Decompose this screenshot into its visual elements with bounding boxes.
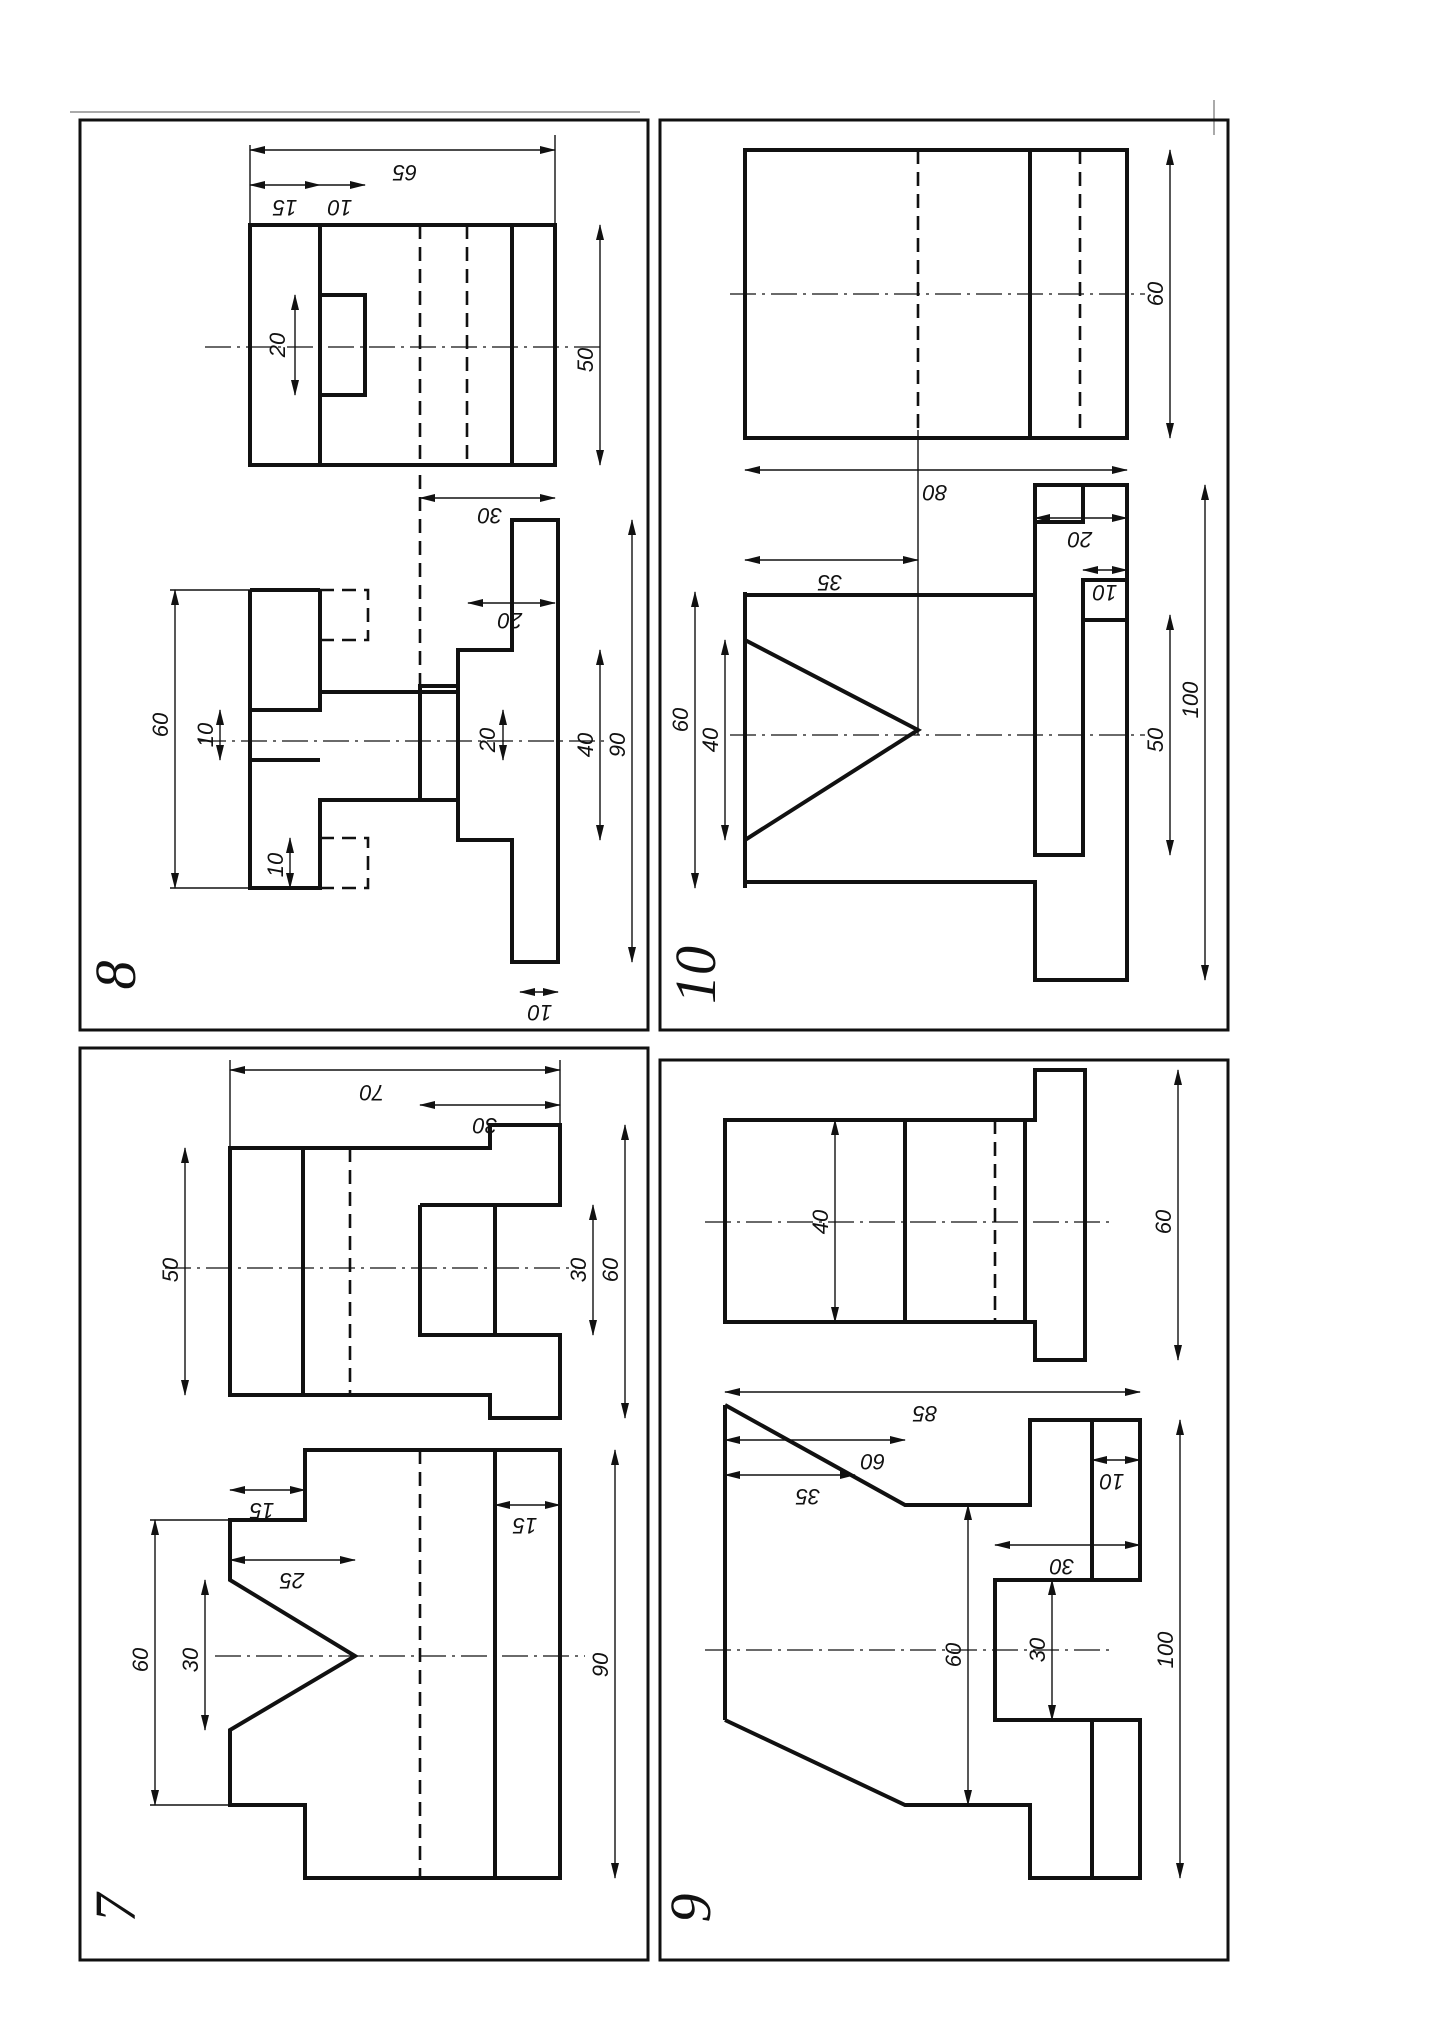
dim-label: 40 bbox=[808, 1209, 833, 1234]
dim-label: 60 bbox=[668, 707, 693, 732]
panel-frame bbox=[78, 118, 650, 1032]
panel-frame bbox=[658, 1058, 1230, 1962]
dim-label: 60 bbox=[148, 712, 173, 737]
dim-label: 35 bbox=[817, 570, 842, 595]
dim-label: 10 bbox=[193, 722, 218, 747]
dim-label: 20 bbox=[475, 727, 500, 753]
dim-label: 65 bbox=[392, 160, 417, 185]
panel-number: 7 bbox=[83, 1892, 148, 1923]
panel-frame bbox=[658, 118, 1230, 1032]
front-view bbox=[215, 1448, 585, 1880]
dimension-lines bbox=[170, 135, 636, 996]
dim-label: 60 bbox=[1143, 281, 1168, 306]
dim-label: 30 bbox=[178, 1647, 203, 1672]
dim-label: 10 bbox=[263, 852, 288, 877]
front-view bbox=[705, 1403, 1142, 1880]
panel-10: 60 80 35 20 10 60 40 100 50 10 bbox=[658, 118, 1230, 1032]
dim-label: 10 bbox=[527, 1000, 552, 1025]
dim-label: 60 bbox=[1151, 1209, 1176, 1234]
dim-label: 40 bbox=[698, 727, 723, 752]
dim-label: 60 bbox=[128, 1647, 153, 1672]
dim-label: 80 bbox=[922, 480, 947, 505]
dim-label: 50 bbox=[158, 1257, 183, 1282]
dim-label: 30 bbox=[566, 1257, 591, 1282]
front-view bbox=[200, 475, 610, 964]
dim-label: 10 bbox=[1092, 580, 1117, 605]
side-view bbox=[730, 148, 1145, 440]
panel-7: 70 30 50 30 60 15 15 25 60 30 90 7 bbox=[78, 1046, 650, 1962]
dim-label: 60 bbox=[860, 1449, 885, 1474]
panel-9: 40 60 85 60 35 10 30 60 30 100 9 bbox=[658, 1058, 1230, 1962]
dim-label: 35 bbox=[795, 1484, 820, 1509]
side-view bbox=[205, 223, 600, 467]
dim-label: 25 bbox=[279, 1568, 305, 1593]
panel-number: 10 bbox=[663, 946, 728, 1004]
panel-frame bbox=[78, 1046, 650, 1962]
panel-number: 8 bbox=[83, 961, 148, 990]
dim-label: 85 bbox=[912, 1401, 937, 1426]
panel-8: 65 15 10 20 50 30 20 60 10 10 20 40 90 1… bbox=[78, 118, 650, 1032]
dim-label: 15 bbox=[249, 1498, 274, 1523]
dimension-lines bbox=[724, 1069, 1184, 1879]
dim-label: 60 bbox=[598, 1257, 623, 1282]
dim-label: 30 bbox=[477, 503, 502, 528]
dim-label: 100 bbox=[1178, 681, 1203, 718]
panel-number: 9 bbox=[658, 1894, 723, 1923]
dim-label: 20 bbox=[1067, 527, 1093, 552]
dim-label: 30 bbox=[1049, 1554, 1074, 1579]
dim-label: 100 bbox=[1153, 1631, 1178, 1668]
dim-label: 50 bbox=[1143, 727, 1168, 752]
side-view bbox=[705, 1068, 1115, 1362]
dim-label: 50 bbox=[573, 347, 598, 372]
dim-label: 10 bbox=[327, 195, 352, 220]
dim-label: 70 bbox=[359, 1080, 384, 1105]
dim-label: 30 bbox=[472, 1113, 497, 1138]
dim-label: 10 bbox=[1099, 1469, 1124, 1494]
dimension-lines bbox=[691, 149, 1209, 981]
front-view bbox=[730, 430, 1145, 982]
side-view bbox=[165, 1123, 585, 1420]
dim-label: 30 bbox=[1025, 1637, 1050, 1662]
dim-label: 60 bbox=[941, 1642, 966, 1667]
dim-label: 20 bbox=[497, 608, 523, 633]
dim-label: 15 bbox=[512, 1513, 537, 1538]
dim-label: 20 bbox=[265, 332, 290, 358]
dim-label: 90 bbox=[588, 1652, 613, 1677]
dim-label: 15 bbox=[272, 195, 297, 220]
dim-label: 40 bbox=[573, 732, 598, 757]
dim-label: 90 bbox=[605, 732, 630, 757]
dimension-lines bbox=[150, 1060, 629, 1879]
